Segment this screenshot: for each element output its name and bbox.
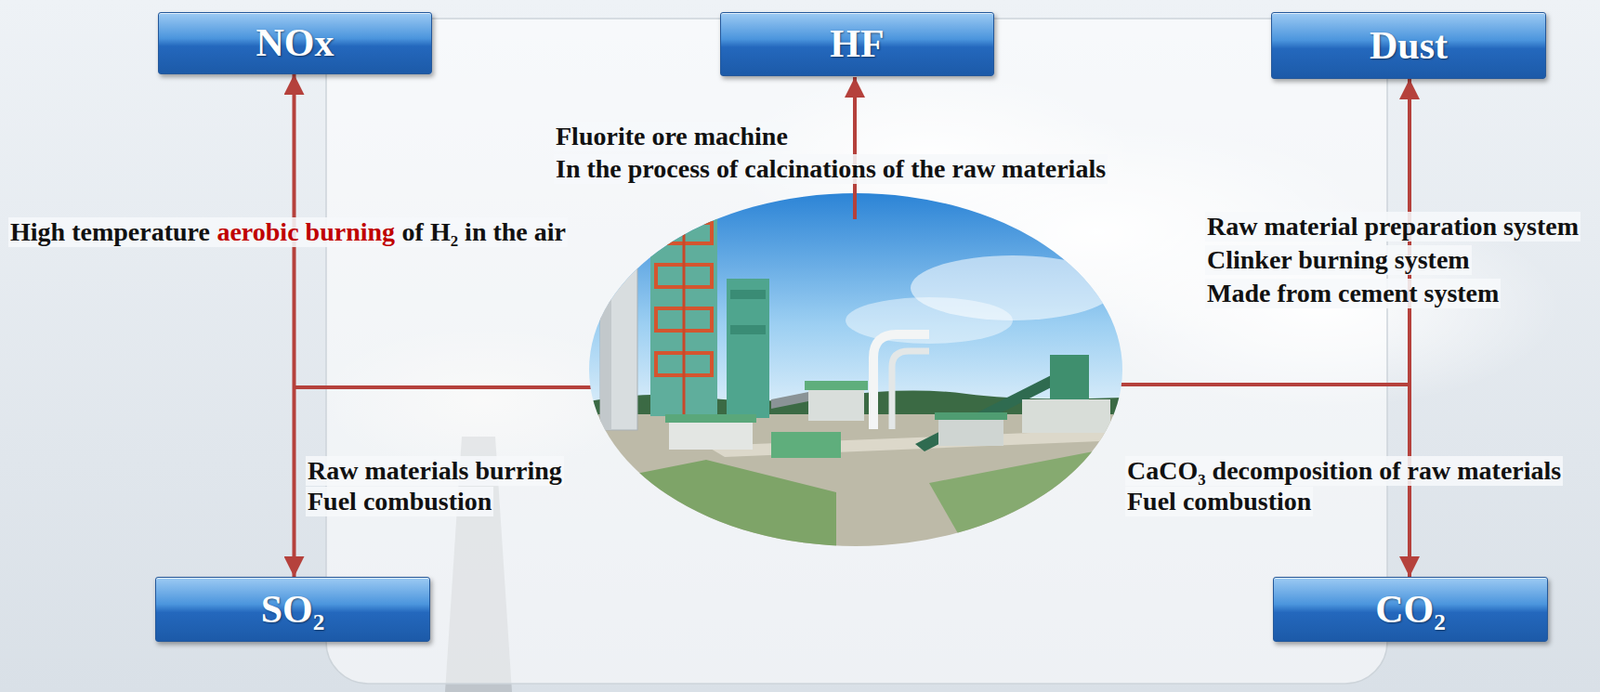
factory-photo — [589, 193, 1123, 550]
building — [808, 388, 865, 421]
building — [771, 432, 841, 459]
building — [934, 412, 1008, 420]
silo — [600, 249, 638, 431]
source-note: Clinker burning system — [1205, 245, 1472, 276]
source-note: Fluorite ore machine — [553, 121, 790, 152]
pipe-arch — [891, 351, 930, 430]
box-label: NOx — [256, 21, 335, 65]
source-note: aerobic burning — [216, 217, 395, 248]
pollutant-box: NOx — [157, 12, 433, 75]
box-label: SO₂ — [261, 588, 326, 631]
grass — [929, 445, 1123, 549]
emission-arrow — [292, 74, 297, 578]
source-note: CaCO₃ decomposition of raw materials — [1125, 456, 1563, 486]
pollutant-box: HF — [720, 12, 995, 77]
box-label: Dust — [1369, 24, 1448, 67]
source-note: Raw material preparation system — [1205, 211, 1581, 242]
source-note: High temperature — [10, 217, 210, 248]
road — [706, 429, 1123, 458]
pipe-arch — [873, 334, 930, 430]
pollutant-box: CO₂ — [1272, 577, 1548, 643]
building — [665, 414, 757, 423]
note-row: High temperatureaerobic burningof H₂ in … — [8, 217, 568, 248]
tower — [730, 325, 766, 335]
building — [938, 418, 1004, 446]
tower — [726, 278, 770, 419]
emission-arrow — [852, 77, 857, 220]
silo — [600, 244, 638, 254]
stack — [676, 198, 684, 218]
branch-line — [1114, 382, 1410, 387]
building — [804, 380, 868, 391]
pollutant-box: SO₂ — [155, 577, 431, 643]
preheater-tower — [650, 211, 718, 417]
source-note: Made from cement system — [1205, 278, 1501, 309]
source-note: Fuel combustion — [305, 486, 494, 517]
branch-line — [293, 385, 595, 390]
preheater-tower — [682, 211, 686, 417]
tower — [730, 289, 766, 300]
yard — [589, 414, 1123, 550]
source-note: Fuel combustion — [1125, 486, 1313, 517]
box-label: CO₂ — [1375, 588, 1446, 631]
emission-arrow — [1407, 78, 1412, 578]
box-label: HF — [829, 22, 884, 66]
pollutant-box: Dust — [1271, 12, 1547, 79]
source-note: of H₂ in the air — [402, 217, 566, 248]
source-note: Raw materials burring — [305, 456, 564, 486]
building — [668, 419, 753, 450]
building — [1022, 399, 1111, 433]
panel — [326, 18, 1388, 684]
silo — [600, 249, 612, 431]
grass — [589, 459, 837, 549]
source-note: In the process of calcinations of the ra… — [553, 154, 1108, 184]
